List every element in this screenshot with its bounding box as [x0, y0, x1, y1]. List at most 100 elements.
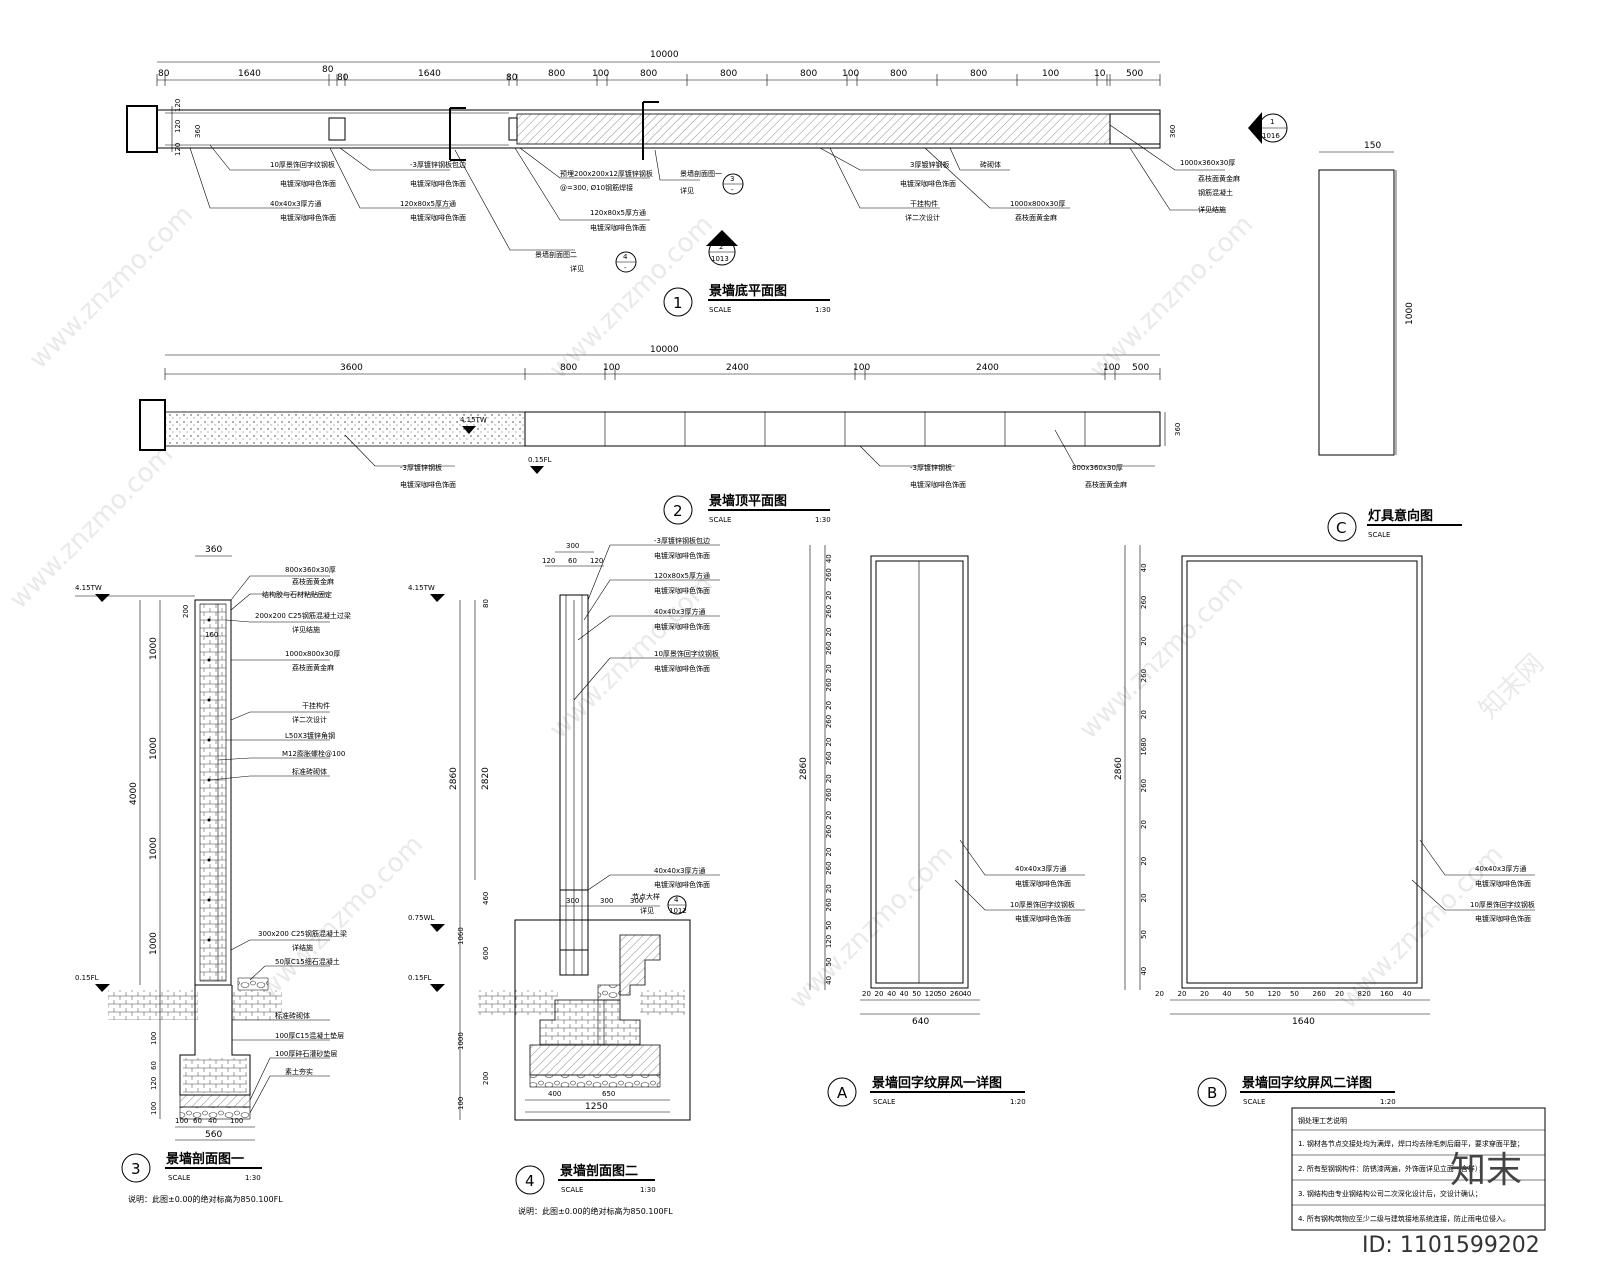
dim-label: 20: [825, 664, 833, 673]
dim-label: 260: [825, 751, 833, 764]
svg-text:120: 120: [542, 557, 555, 565]
svg-text:SCALE: SCALE: [709, 306, 731, 314]
svg-text:4: 4: [525, 1172, 535, 1190]
dim-label: 40: [825, 976, 833, 985]
section-1-drawing: 360 4.15TW 1000 1000 1000 1000 4000 200 …: [75, 545, 351, 1204]
watermark-text: www.znzmo.com: [1074, 570, 1249, 745]
dim-label: 20: [825, 628, 833, 637]
svg-text:C: C: [1336, 519, 1346, 537]
dim-label: 50: [825, 921, 833, 930]
svg-text:钢筋混凝土: 钢筋混凝土: [1198, 188, 1233, 197]
svg-text:电镀深咖啡色饰面: 电镀深咖啡色饰面: [900, 179, 956, 188]
svg-text:120x80x5厚方通: 120x80x5厚方通: [400, 199, 456, 208]
svg-text:2860: 2860: [1114, 757, 1124, 780]
watermark-brand: 知末网: [1474, 649, 1550, 725]
dim-label: 260: [1140, 779, 1148, 792]
svg-text:详见: 详见: [570, 264, 584, 273]
section2-title-block: 4 景墙剖面图二 SCALE 1:30 说明：此图±0.00的绝对标高为850.…: [515, 1163, 673, 1216]
dim-label: 40: [825, 554, 833, 563]
svg-text:详见: 详见: [680, 186, 694, 195]
svg-text:3: 3: [730, 175, 734, 183]
svg-text:-: -: [624, 264, 627, 272]
svg-text:3: 3: [131, 1160, 141, 1178]
dim-label: 20: [825, 591, 833, 600]
svg-text:1000: 1000: [149, 637, 159, 660]
svg-text:-3厚镀锌钢板包边: -3厚镀锌钢板包边: [654, 536, 710, 545]
svg-text:2400: 2400: [726, 363, 749, 373]
dim-label: 820: [1358, 990, 1371, 998]
dim-label: 260: [825, 788, 833, 801]
svg-text:L50X3镀锌角钢: L50X3镀锌角钢: [285, 731, 335, 740]
plan2-title-block: 2 景墙顶平面图 SCALE 1:30: [663, 493, 831, 525]
svg-text:650: 650: [602, 1090, 615, 1098]
screenB-title-block: B 景墙回字纹屏风二详图 SCALE 1:20: [1197, 1075, 1396, 1107]
svg-text:1640: 1640: [418, 69, 441, 79]
svg-text:0.15FL: 0.15FL: [75, 974, 99, 982]
plan1-callout-section-2: 景墙剖面图二 详见 4 -: [535, 250, 637, 273]
watermark-text: www.znzmo.com: [254, 830, 429, 1005]
dim-label: 40: [1140, 563, 1148, 572]
svg-text:荔枝面黄金麻: 荔枝面黄金麻: [1085, 480, 1127, 489]
svg-text:砖砌体: 砖砌体: [980, 160, 1001, 169]
svg-text:200: 200: [182, 605, 190, 618]
svg-text:300x200 C25钢筋混凝土梁: 300x200 C25钢筋混凝土梁: [258, 929, 347, 938]
svg-text:-3厚镀锌钢板: -3厚镀锌钢板: [400, 463, 442, 472]
svg-text:800: 800: [560, 363, 577, 373]
svg-text:节点大样: 节点大样: [632, 892, 660, 901]
svg-text:10厚景饰回字纹钢板: 10厚景饰回字纹钢板: [270, 160, 335, 169]
svg-text:4.15TW: 4.15TW: [408, 584, 435, 592]
svg-text:电镀深咖啡色饰面: 电镀深咖啡色饰面: [654, 622, 710, 631]
svg-text:560: 560: [205, 1130, 222, 1140]
svg-text:荔枝面黄金麻: 荔枝面黄金麻: [292, 663, 334, 672]
svg-text:详见结施: 详见结施: [1198, 205, 1226, 214]
svg-text:电镀深咖啡色饰面: 电镀深咖啡色饰面: [410, 213, 466, 222]
svg-text:1000x800x30厚: 1000x800x30厚: [1010, 200, 1065, 208]
svg-text:详二次设计: 详二次设计: [905, 213, 940, 222]
svg-text:4000: 4000: [129, 782, 139, 805]
svg-text:1:20: 1:20: [1380, 1098, 1396, 1106]
dim-label: 20: [825, 774, 833, 783]
svg-text:1640: 1640: [238, 69, 261, 79]
svg-text:1013: 1013: [711, 255, 729, 263]
dim-label: 20: [862, 990, 871, 998]
svg-text:300: 300: [566, 897, 579, 905]
svg-text:10厚景饰回字纹钢板: 10厚景饰回字纹钢板: [1010, 900, 1075, 909]
svg-text:800: 800: [720, 69, 737, 79]
dim-label: 20: [825, 811, 833, 820]
dim-label: 40: [1140, 967, 1148, 976]
svg-text:2400: 2400: [976, 363, 999, 373]
svg-text:3厚镀锌钢板: 3厚镀锌钢板: [910, 160, 949, 169]
svg-text:电镀深咖啡色饰面: 电镀深咖啡色饰面: [280, 213, 336, 222]
svg-text:干挂构件: 干挂构件: [910, 199, 938, 208]
svg-text:120: 120: [174, 143, 182, 156]
dim-label: 40: [1223, 990, 1232, 998]
svg-text:1000: 1000: [149, 837, 159, 860]
svg-text:电镀深咖啡色饰面: 电镀深咖啡色饰面: [280, 179, 336, 188]
dim-label: 260: [825, 715, 833, 728]
svg-text:电镀深咖啡色饰面: 电镀深咖啡色饰面: [654, 586, 710, 595]
svg-text:景墙顶平面图: 景墙顶平面图: [709, 493, 787, 509]
svg-text:1:30: 1:30: [815, 516, 831, 524]
svg-text:360: 360: [205, 545, 222, 555]
svg-text:200x200 C25钢筋混凝土过梁: 200x200 C25钢筋混凝土过梁: [255, 611, 351, 620]
plan2-dim-labels: 3600 800 100 2400 100 2400 100 500: [340, 363, 1149, 373]
svg-text:SCALE: SCALE: [873, 1098, 895, 1106]
svg-text:100厚C15混凝土垫层: 100厚C15混凝土垫层: [275, 1031, 344, 1040]
svg-text:1640: 1640: [1292, 1017, 1315, 1027]
svg-text:电镀深咖啡色饰面: 电镀深咖啡色饰面: [410, 179, 466, 188]
svg-text:1: 1: [673, 294, 683, 312]
plan1-dim-ticks: [156, 74, 1161, 86]
svg-text:1250: 1250: [585, 1102, 608, 1112]
svg-text:电镀深咖啡色饰面: 电镀深咖啡色饰面: [910, 480, 966, 489]
svg-text:100: 100: [230, 1117, 243, 1125]
dim-label: 260: [825, 861, 833, 874]
svg-text:10: 10: [1094, 69, 1106, 79]
svg-text:80: 80: [158, 69, 170, 79]
svg-text:300: 300: [630, 897, 643, 905]
svg-text:80: 80: [482, 599, 490, 608]
svg-text:40x40x3厚方通: 40x40x3厚方通: [654, 866, 706, 875]
svg-text:详结施: 详结施: [292, 943, 313, 952]
svg-text:SCALE: SCALE: [709, 516, 731, 524]
